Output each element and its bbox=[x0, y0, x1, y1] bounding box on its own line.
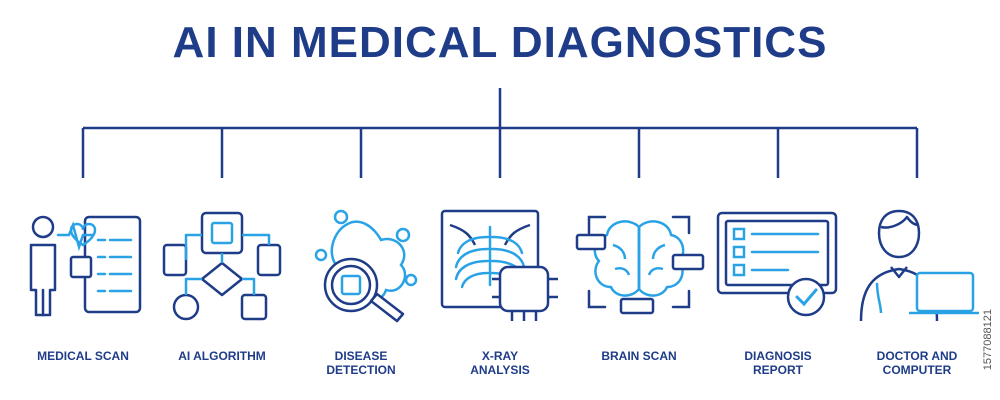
item-label: X-RAY ANALYSIS bbox=[470, 349, 530, 377]
item-label: AI ALGORITHM bbox=[178, 349, 266, 363]
ai-algorithm-icon bbox=[162, 211, 282, 321]
item-disease-detection: DISEASE DETECTION bbox=[291, 205, 431, 377]
doctor-computer-icon bbox=[859, 209, 979, 322]
item-doctor-computer: DOCTOR AND COMPUTER bbox=[847, 205, 987, 377]
item-label: DOCTOR AND COMPUTER bbox=[876, 349, 958, 377]
xray-analysis-icon bbox=[440, 209, 558, 321]
diagnosis-report-icon bbox=[716, 211, 838, 317]
item-xray-analysis: X-RAY ANALYSIS bbox=[430, 205, 570, 377]
item-label: MEDICAL SCAN bbox=[37, 349, 129, 363]
page-title: AI IN MEDICAL DIAGNOSTICS bbox=[172, 18, 828, 67]
item-label: DIAGNOSIS REPORT bbox=[744, 349, 812, 377]
item-ai-algorithm: AI ALGORITHM bbox=[152, 205, 292, 363]
tree-connector bbox=[81, 88, 919, 178]
medical-scan-icon bbox=[29, 215, 142, 317]
item-medical-scan: MEDICAL SCAN bbox=[13, 205, 153, 363]
item-brain-scan: BRAIN SCAN bbox=[569, 205, 709, 363]
item-label: BRAIN SCAN bbox=[601, 349, 677, 363]
disease-detection-icon bbox=[314, 209, 418, 323]
brain-scan-icon bbox=[575, 215, 705, 315]
item-label: DISEASE DETECTION bbox=[326, 349, 396, 377]
item-diagnosis-report: DIAGNOSIS REPORT bbox=[708, 205, 848, 377]
stock-id: 1577088121 bbox=[982, 308, 994, 370]
